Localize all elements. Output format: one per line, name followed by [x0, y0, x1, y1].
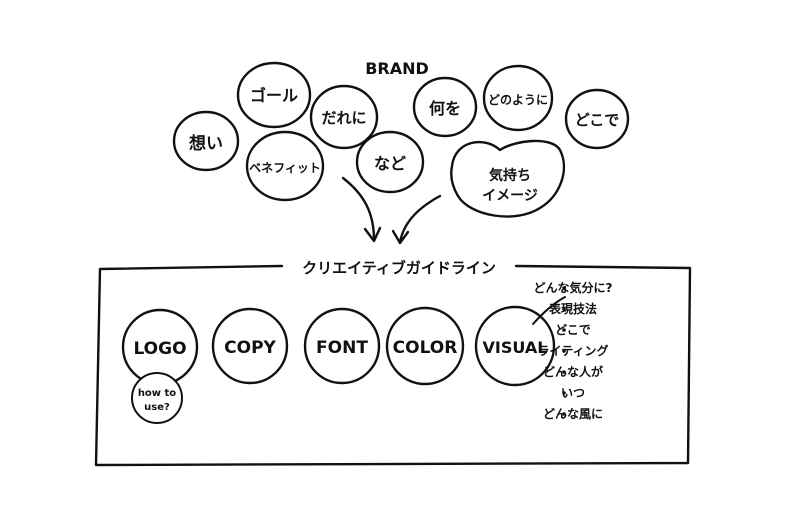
bubble-naniwo: 何を — [412, 76, 478, 138]
item-color: COLOR — [385, 306, 465, 386]
item-copy-label: COPY — [224, 338, 276, 358]
bubble-nado: など — [355, 130, 425, 194]
item-font-outline — [303, 307, 381, 385]
bubble-dokode: どこで — [564, 88, 630, 150]
visual-note-bullet — [562, 349, 566, 353]
bubble-donoyouni-label: どのように — [488, 93, 548, 107]
item-logo-label: LOGO — [133, 339, 186, 359]
visual-note-bullet — [562, 286, 566, 290]
visual-note-item: 表現技法 — [548, 301, 597, 316]
bubble-goal: ゴール — [236, 61, 312, 129]
arrow-left-shaft — [341, 176, 376, 242]
bubble-dokode-outline — [564, 88, 630, 150]
logo-sub-bubble: how to use? — [131, 372, 183, 424]
bubble-goal-label: ゴール — [250, 86, 298, 105]
visual-note-item: どんな気分に? — [534, 280, 613, 295]
arrow-left — [341, 176, 382, 243]
item-copy: COPY — [211, 307, 289, 385]
brand-title: BRAND — [365, 59, 429, 78]
item-visual: VISUAL — [474, 305, 556, 387]
bubble-donoyouni: どのように — [482, 64, 554, 132]
bubble-kimochi-label2: イメージ — [482, 188, 538, 204]
arrow-right-head — [391, 229, 410, 245]
bubble-naniwo-outline — [412, 76, 478, 138]
logo-sub-line2: use? — [144, 402, 170, 413]
item-copy-outline — [211, 307, 289, 385]
arrow-left-head — [363, 226, 382, 243]
bubble-nado-label: など — [374, 154, 406, 173]
bubble-benefit: ベネフィット — [245, 130, 325, 202]
item-visual-label: VISUAL — [483, 338, 548, 357]
guideline-frame — [94, 264, 692, 467]
item-color-label: COLOR — [393, 338, 458, 358]
arrow-right — [391, 194, 442, 245]
visual-note-item: ライティング — [537, 343, 608, 358]
visual-connector — [532, 296, 566, 325]
bubble-benefit-outline — [245, 130, 325, 202]
bubble-kimochi: 気持ち イメージ — [450, 139, 566, 218]
bubble-dareni-outline — [309, 84, 379, 150]
bubble-dareni: だれに — [309, 84, 379, 150]
item-color-outline — [385, 306, 465, 386]
guideline-title: クリエイティブガイドライン — [302, 259, 496, 277]
bubble-goal-outline — [236, 61, 312, 129]
visual-note-bullet — [562, 328, 566, 332]
bubble-omoi-outline — [172, 110, 240, 172]
bubble-nado-outline — [355, 130, 425, 194]
logo-sub-line1: how to — [138, 388, 176, 399]
bubble-dokode-label: どこで — [575, 111, 620, 129]
bubble-kimochi-outline — [450, 139, 566, 218]
bubble-dareni-label: だれに — [321, 109, 366, 127]
visual-note-bullet — [562, 307, 566, 311]
arrow-right-shaft — [398, 194, 442, 244]
bubble-omoi: 想い — [172, 110, 240, 172]
bubble-omoi-label: 想い — [189, 133, 223, 154]
visual-note-item: どんな風に — [543, 407, 603, 421]
bubble-donoyouni-outline — [482, 64, 554, 132]
logo-sub-outline — [131, 372, 183, 424]
visual-note-bullet — [562, 370, 566, 374]
bubble-benefit-label: ベネフィット — [249, 161, 321, 175]
visual-note-item: いつ — [561, 386, 585, 400]
item-font-label: FONT — [316, 338, 368, 358]
visual-note-item: どんな人が — [543, 364, 603, 379]
visual-note-bullet — [562, 412, 566, 416]
bubble-kimochi-label: 気持ち — [489, 167, 531, 184]
visual-note-bullet — [562, 391, 566, 395]
visual-note-item: どこで — [555, 323, 591, 337]
item-visual-outline — [474, 305, 556, 387]
bubble-naniwo-label: 何を — [429, 99, 461, 118]
item-font: FONT — [303, 307, 381, 385]
guideline-frame-border — [94, 264, 692, 467]
